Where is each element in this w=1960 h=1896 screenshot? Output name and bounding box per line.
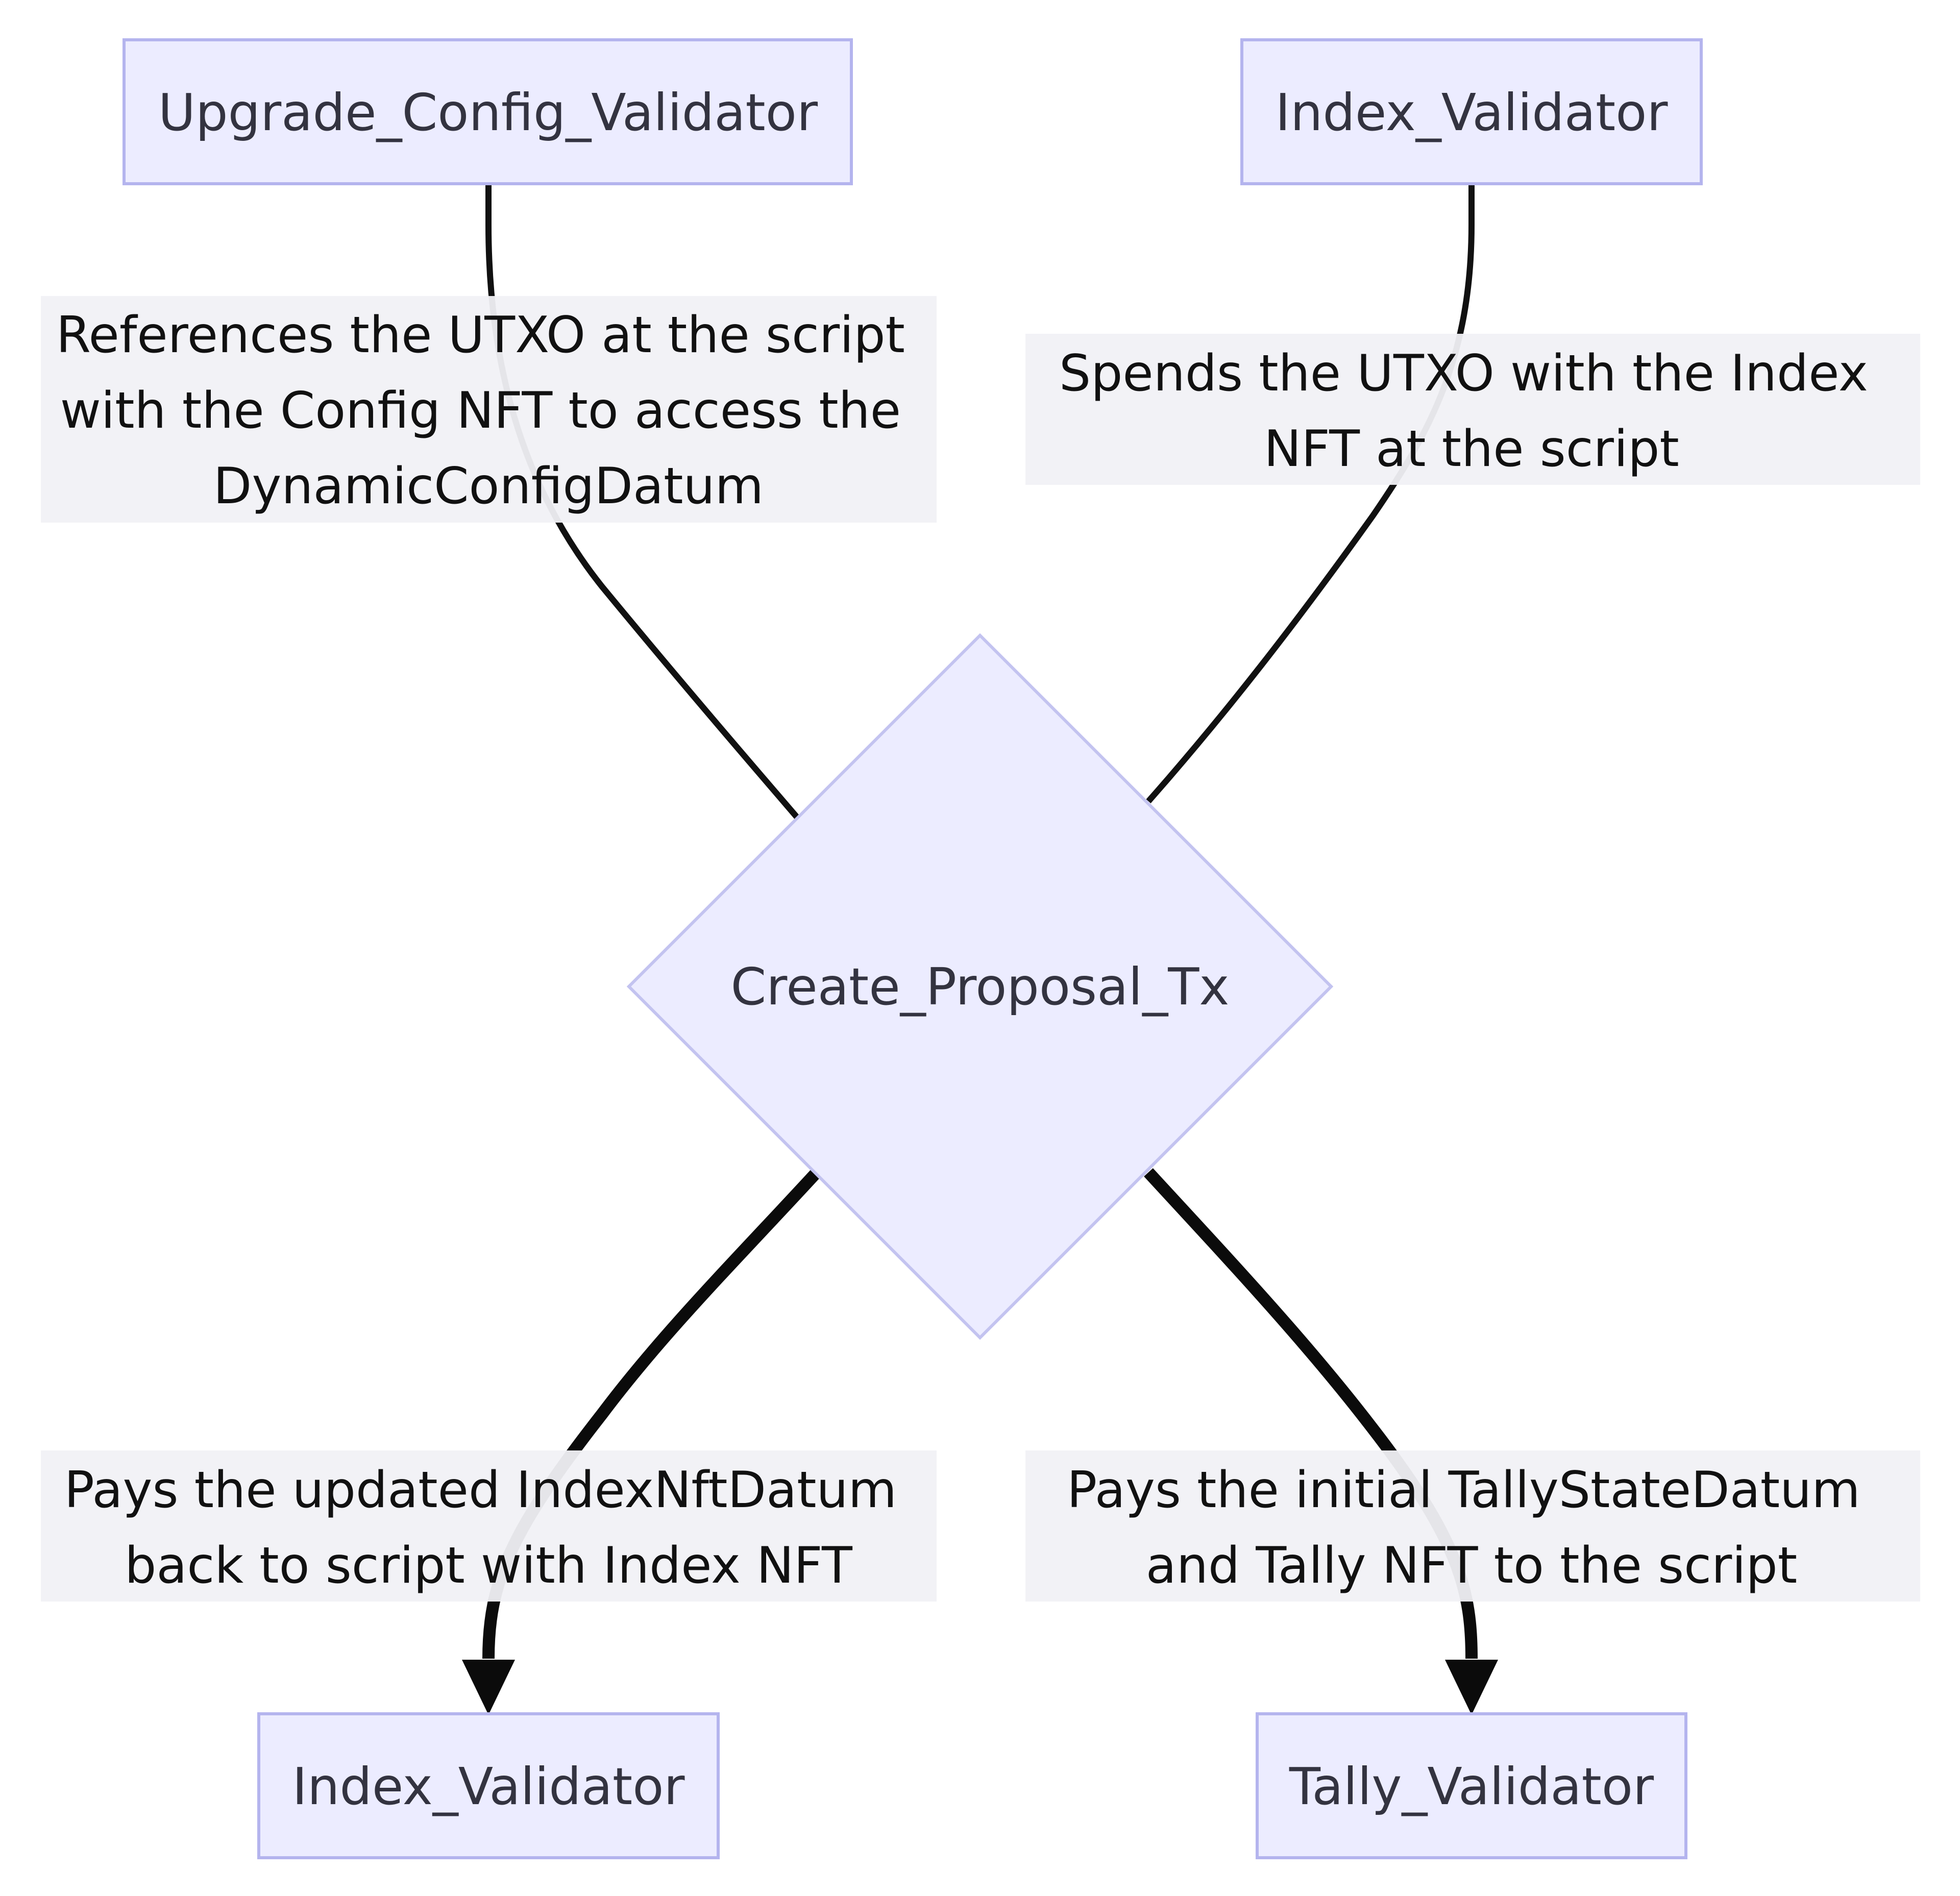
node-label: Index_Validator (292, 1757, 685, 1816)
edge-index-to-proposal (1146, 184, 1475, 803)
edge-label-line: DynamicConfigDatum (213, 457, 764, 515)
edge-label-line: NFT at the script (1264, 420, 1679, 478)
node-label: Create_Proposal_Tx (730, 957, 1229, 1017)
svg-text:Pays the initial TallyStateDat: Pays the initial TallyStateDatum and Tal… (1067, 1461, 1876, 1595)
node-label: Upgrade_Config_Validator (158, 83, 818, 142)
svg-text:Spends the UTXO with the Index: Spends the UTXO with the Index NFT at th… (1059, 344, 1884, 478)
edge-label-index-pay: Pays the updated IndexNftDatum back to s… (41, 1450, 937, 1602)
arrowhead-tally (1445, 1660, 1498, 1715)
edge-label-line: Pays the initial TallyStateDatum (1067, 1461, 1860, 1519)
node-upgrade-config-validator: Upgrade_Config_Validator (122, 38, 853, 185)
edge-label-line: with the Config NFT to access the (60, 382, 901, 440)
node-index-validator-target: Index_Validator (257, 1712, 720, 1859)
edge-label-line: References the UTXO at the script (56, 306, 905, 364)
edge-label-config-reference: References the UTXO at the script with t… (41, 296, 937, 523)
svg-text:Pays the updated IndexNftDatum: Pays the updated IndexNftDatum back to s… (64, 1461, 913, 1595)
arrowhead-index (462, 1660, 515, 1715)
node-create-proposal-tx: Create_Proposal_Tx (626, 633, 1334, 1340)
edge-label-line: and Tally NFT to the script (1146, 1537, 1797, 1595)
edge-label-line: Pays the updated IndexNftDatum (64, 1461, 897, 1519)
node-index-validator-source: Index_Validator (1240, 38, 1703, 185)
svg-text:References the UTXO at the scr: References the UTXO at the script with t… (56, 306, 921, 515)
edge-label-tally-pay: Pays the initial TallyStateDatum and Tal… (1025, 1450, 1920, 1602)
node-label: Tally_Validator (1289, 1757, 1654, 1816)
edge-label-index-spend: Spends the UTXO with the Index NFT at th… (1025, 334, 1920, 485)
node-tally-validator: Tally_Validator (1256, 1712, 1687, 1859)
node-label: Index_Validator (1275, 83, 1668, 142)
edge-label-line: Spends the UTXO with the Index (1059, 344, 1868, 403)
edge-label-line: back to script with Index NFT (125, 1537, 853, 1595)
